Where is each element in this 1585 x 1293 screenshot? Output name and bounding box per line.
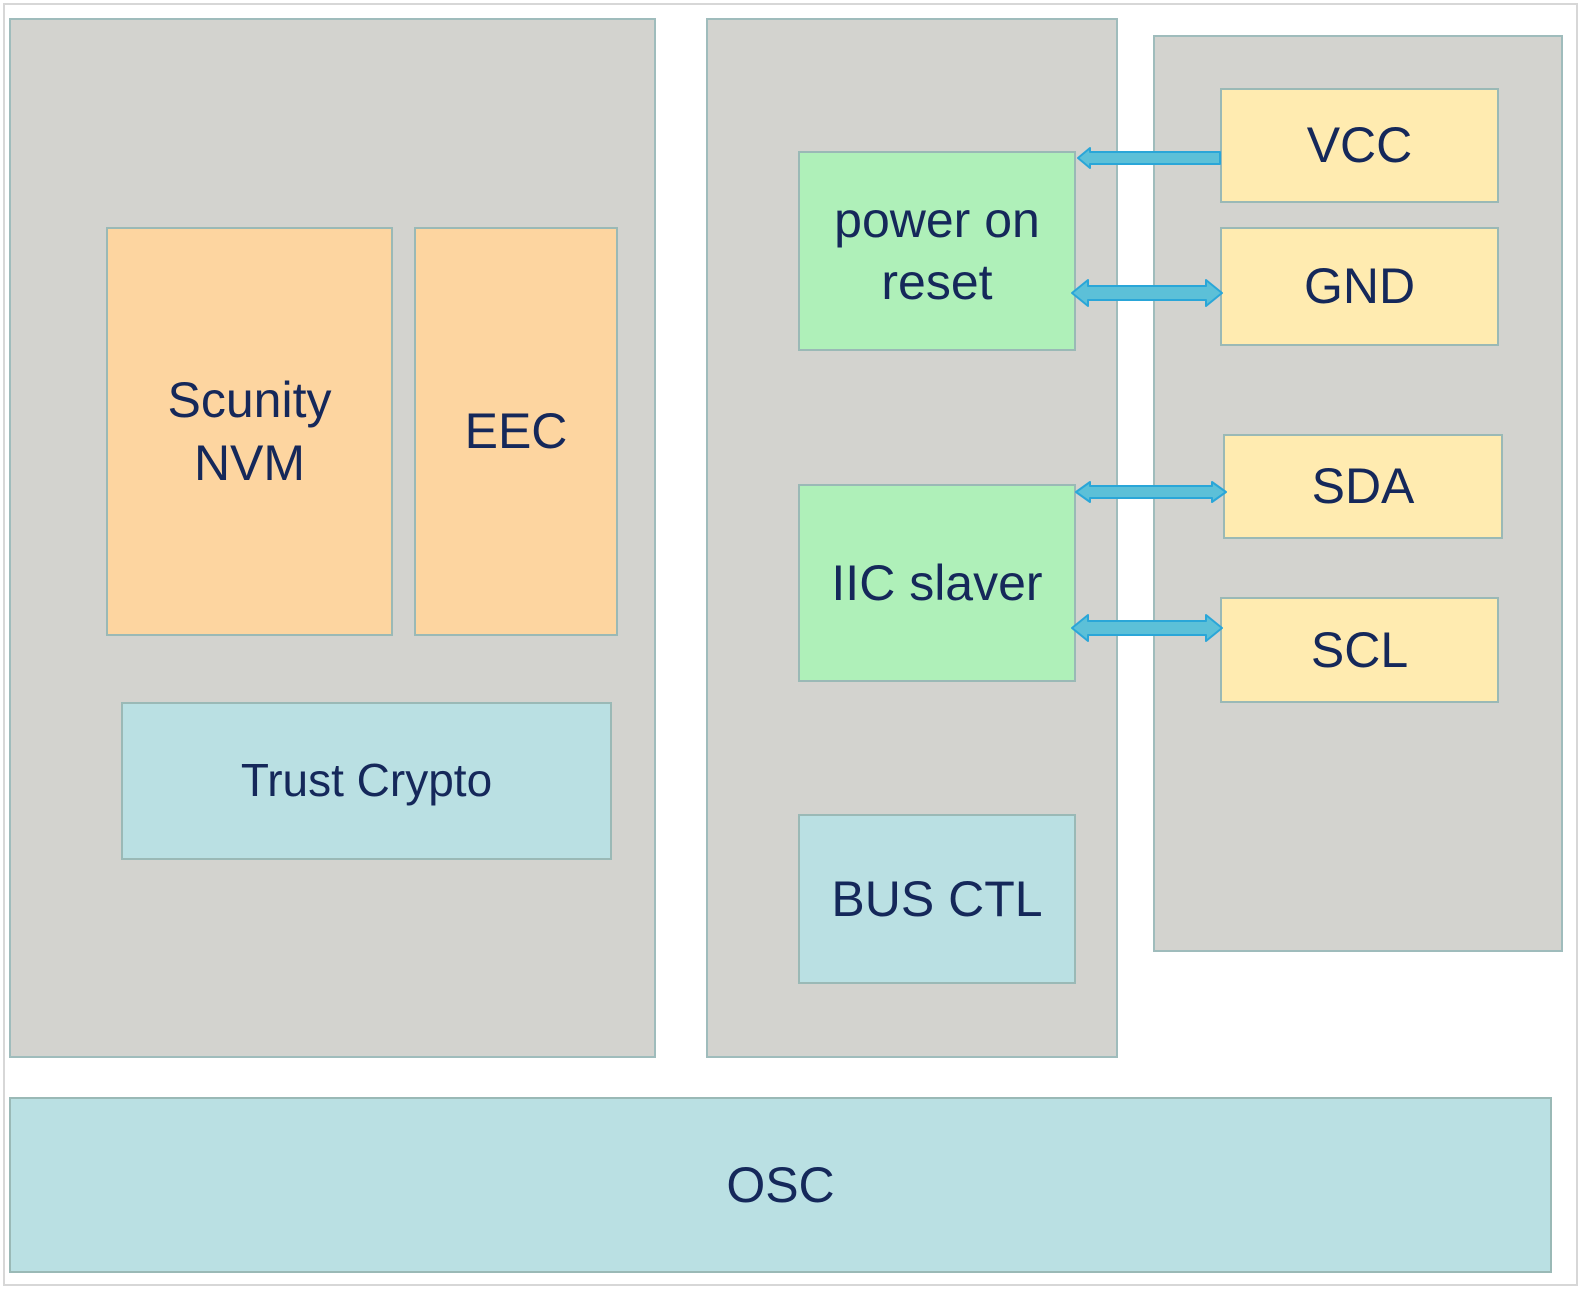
scl-pin: SCL bbox=[1220, 597, 1499, 703]
scl-label: SCL bbox=[1310, 621, 1409, 678]
iic-slaver-block: IIC slaver bbox=[798, 484, 1076, 682]
sda-pin: SDA bbox=[1223, 434, 1503, 539]
arrow-vcc-por bbox=[1077, 147, 1221, 169]
trust-crypto-label: Trust Crypto bbox=[240, 754, 493, 807]
arrow-scl-iic bbox=[1071, 614, 1223, 642]
vcc-label: VCC bbox=[1306, 117, 1413, 174]
arrow-gnd-por bbox=[1071, 279, 1223, 307]
osc-block: OSC bbox=[9, 1097, 1552, 1273]
gnd-label: GND bbox=[1303, 258, 1416, 315]
diagram-frame bbox=[3, 3, 1578, 1286]
security-nvm-label: Scunity NVM bbox=[167, 372, 332, 491]
iic-slaver-label: IIC slaver bbox=[831, 554, 1043, 611]
arrow-sda-iic bbox=[1075, 481, 1227, 503]
vcc-pin: VCC bbox=[1220, 88, 1499, 203]
trust-crypto-block: Trust Crypto bbox=[121, 702, 612, 860]
power-on-reset-block: power on reset bbox=[798, 151, 1076, 351]
power-on-reset-label: power on reset bbox=[834, 191, 1040, 311]
eec-label: EEC bbox=[464, 403, 568, 460]
osc-label: OSC bbox=[726, 1156, 835, 1213]
security-nvm-block: Scunity NVM bbox=[106, 227, 393, 636]
bus-ctl-block: BUS CTL bbox=[798, 814, 1076, 984]
bus-ctl-label: BUS CTL bbox=[831, 870, 1043, 927]
sda-label: SDA bbox=[1311, 458, 1415, 515]
gnd-pin: GND bbox=[1220, 227, 1499, 346]
eec-block: EEC bbox=[414, 227, 618, 636]
